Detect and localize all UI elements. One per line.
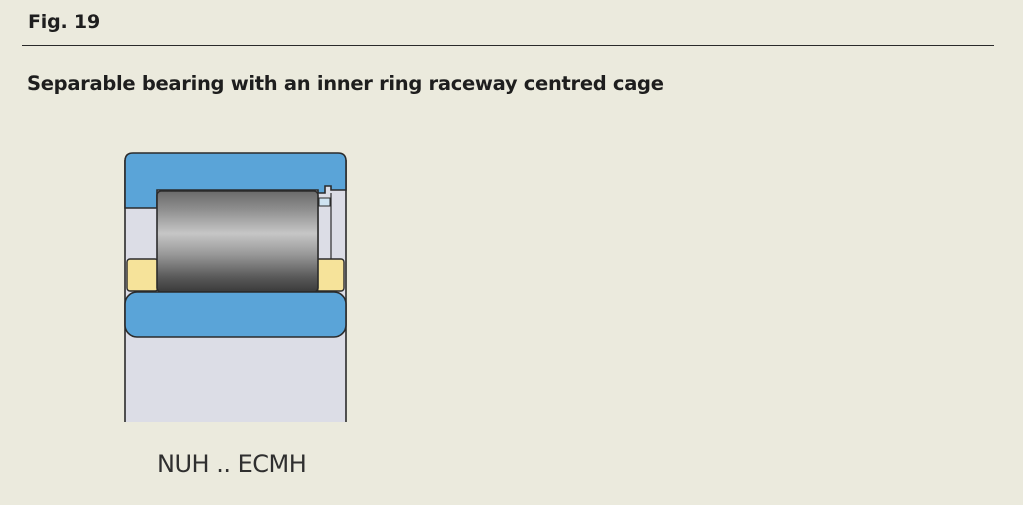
cage-right — [315, 258, 345, 292]
figure-title: Separable bearing with an inner ring rac… — [27, 72, 664, 95]
cylindrical-roller — [156, 190, 319, 293]
flange-notch — [318, 197, 331, 207]
figure-number: Fig. 19 — [28, 11, 100, 33]
cage-left — [126, 258, 159, 292]
header-divider — [22, 45, 994, 46]
inner-ring — [124, 291, 347, 338]
bearing-designation: NUH .. ECMH — [157, 450, 307, 478]
outer-ring — [124, 152, 347, 209]
